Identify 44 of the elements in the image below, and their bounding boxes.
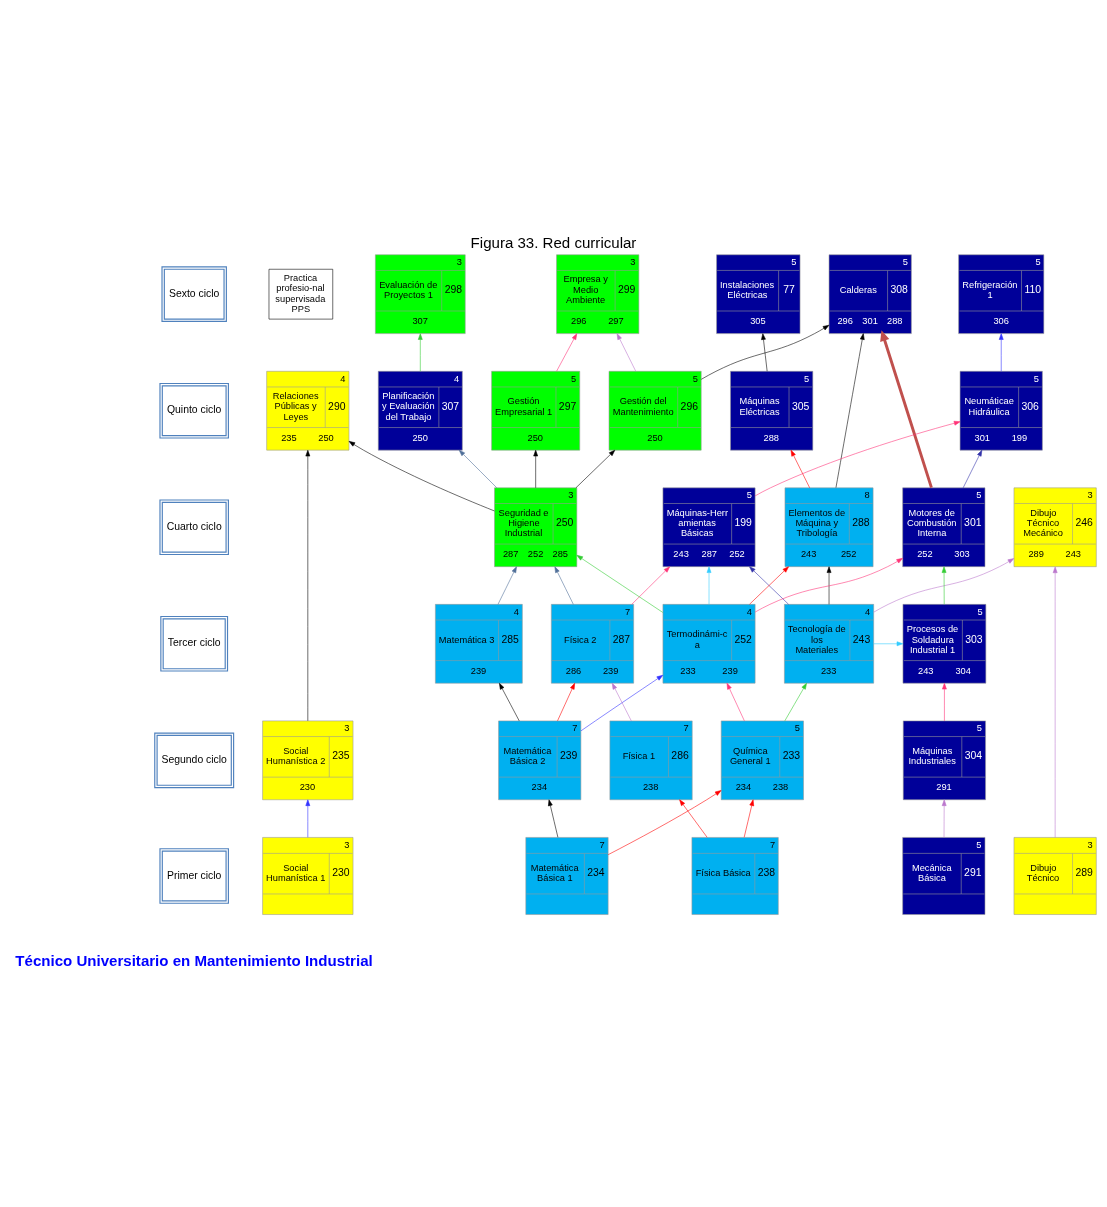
arrow	[998, 333, 1004, 372]
arrow	[548, 799, 559, 838]
arrow	[749, 566, 789, 605]
arrow	[554, 566, 574, 605]
arrow	[575, 449, 616, 489]
arrow	[305, 450, 311, 722]
arrow	[576, 555, 664, 613]
label: Técnico Universitario en Mantenimiento Industrial	[15, 952, 373, 970]
arrow	[631, 566, 670, 605]
arrow	[942, 683, 947, 722]
arrow	[557, 683, 575, 722]
arrow	[880, 330, 933, 489]
arrow	[873, 641, 904, 647]
arrow	[754, 558, 903, 613]
arrow	[417, 333, 423, 372]
arrow	[458, 449, 498, 489]
arrow	[873, 558, 1015, 613]
arrow	[499, 683, 520, 722]
arrow	[580, 675, 664, 732]
arrow	[607, 790, 722, 855]
arrow	[611, 683, 632, 722]
arrow	[726, 683, 745, 722]
arrow	[941, 566, 947, 605]
arrow	[497, 566, 517, 605]
arrow	[941, 799, 947, 838]
arrow	[700, 324, 830, 380]
arrow	[835, 333, 865, 488]
arrow	[616, 333, 637, 372]
arrow	[761, 333, 768, 372]
arrow	[790, 449, 810, 489]
arrow	[706, 566, 712, 605]
arrow	[348, 441, 495, 512]
arrow	[556, 333, 578, 372]
arrow	[826, 566, 832, 605]
arrow	[743, 799, 754, 838]
arrow	[784, 683, 807, 722]
arrow	[1052, 566, 1058, 838]
diagram-title: Figura 33. Red curricular	[470, 233, 637, 251]
arrow	[679, 799, 708, 838]
arrow	[754, 420, 961, 497]
node-box: Practica profesio-nal supervisada PPS	[268, 268, 334, 320]
arrow	[962, 449, 983, 489]
arrow	[533, 449, 538, 489]
arrow	[305, 799, 311, 838]
